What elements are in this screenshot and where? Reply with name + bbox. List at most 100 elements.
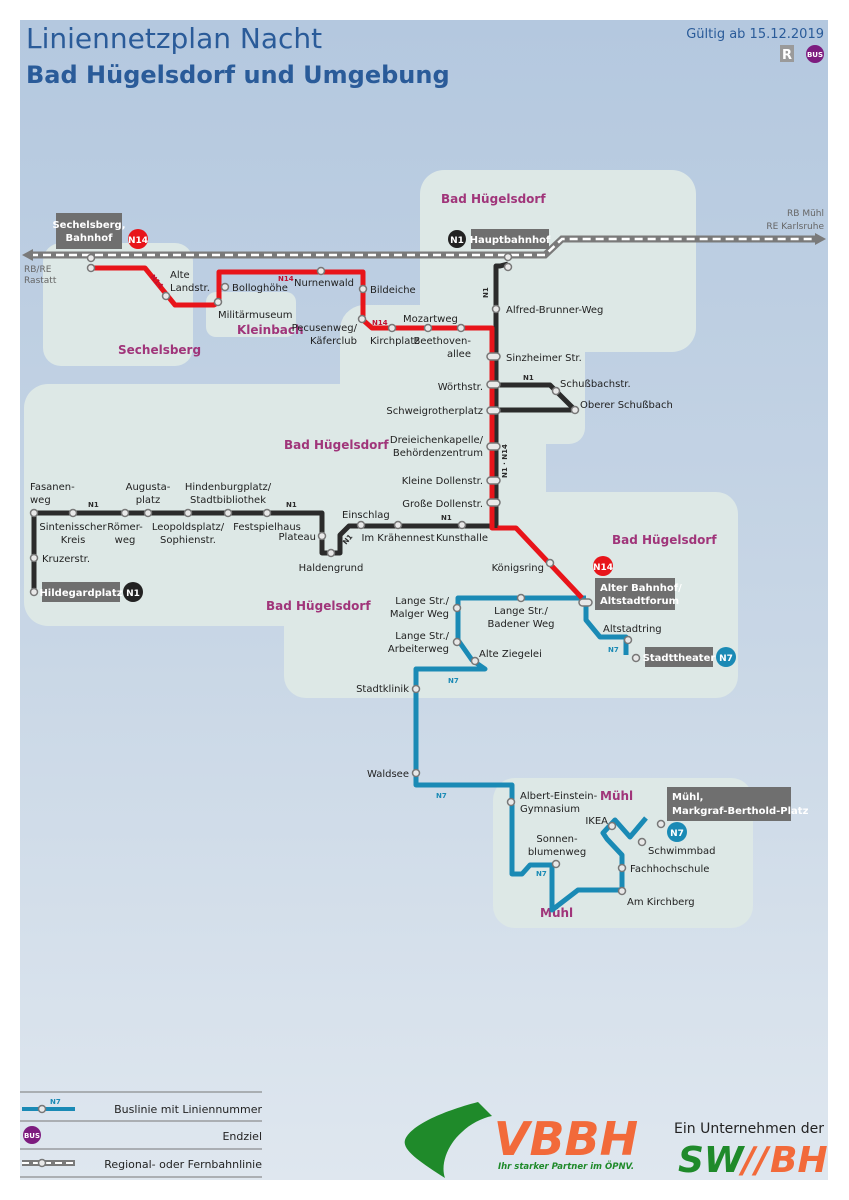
stop-label: Königsring [492,563,544,574]
stop-marker[interactable] [452,603,462,613]
stop-marker[interactable] [486,406,501,415]
stop-marker[interactable] [411,684,421,694]
stop-label: Albert-Einstein- [520,791,598,802]
stop-marker[interactable] [161,291,171,301]
svg-text:N1: N1 [126,589,140,599]
svg-text:Markgraf-Berthold-Platz: Markgraf-Berthold-Platz [672,806,809,817]
stop-label: Oberer Schußbach [580,400,673,411]
stop-label: weg [30,495,51,506]
stop-marker[interactable] [545,558,555,568]
stop-marker[interactable] [387,323,397,333]
stop-label: Arbeiterweg [388,644,449,655]
stop-marker[interactable] [607,821,617,831]
stop-label: Kirchplatz [370,336,420,347]
stop-label: Einschlag [342,510,390,521]
line-label-n1: N1 [482,287,490,298]
arrow-left-icon [22,249,33,261]
stop-marker[interactable] [486,352,501,361]
stop-marker[interactable] [631,653,641,663]
stop-marker[interactable] [516,593,526,603]
stop-label: Schwimmbad [648,846,715,857]
stop-marker[interactable] [143,508,153,518]
district-label: Bad Hügelsdorf [612,533,717,547]
stop-marker[interactable] [393,520,403,530]
terminal-muehl[interactable]: Mühl, Markgraf-Berthold-Platz N7 [667,787,809,842]
stop-marker[interactable] [551,386,561,396]
terminal-stadttheater[interactable]: Stadttheater N7 [643,647,736,667]
stop-label: allee [447,349,471,360]
stop-label: Landstr. [170,283,210,294]
rail-dest-right: RE Karlsruhe [766,222,824,232]
stop-marker[interactable] [86,263,96,273]
line-badge-n7 [667,822,687,842]
district-label: Sechelsberg [118,343,201,357]
stop-label: Fachhochschule [630,864,709,875]
stop-marker[interactable] [317,531,327,541]
district-label: Kleinbach [237,323,304,337]
district-label: Mühl [540,906,573,920]
stop-marker[interactable] [656,819,666,829]
terminal-hauptbahnhof[interactable]: N1 Hauptbahnhof [448,229,551,249]
stop-label: Pecusenweg/ [292,323,358,334]
bus-badge-icon: BUS [806,45,824,63]
stop-marker[interactable] [617,863,627,873]
svg-text:N7: N7 [719,654,733,664]
stop-label: Römer- [107,522,143,533]
stop-marker[interactable] [316,266,326,276]
stop-marker[interactable] [486,498,501,507]
stop-marker[interactable] [452,637,462,647]
svg-text:Mühl,: Mühl, [672,792,703,803]
stop-marker[interactable] [29,587,39,597]
terminal-sechelsberg[interactable]: Sechelsberg, Bahnhof N14 [52,213,148,249]
stop-marker[interactable] [357,314,367,324]
stop-marker[interactable] [570,405,580,415]
stop-marker[interactable] [578,598,593,607]
stop-marker[interactable] [358,284,368,294]
stop-marker[interactable] [491,304,501,314]
rail-dest-left: Rastatt [24,276,57,286]
stop-label: IKEA [585,816,608,827]
stop-marker[interactable] [423,323,433,333]
stop-marker[interactable] [456,323,466,333]
stop-marker[interactable] [411,768,421,778]
stop-marker[interactable] [470,656,480,666]
rail-line [22,233,826,261]
rail-dest-right: RB Mühl [787,209,824,219]
stop-marker[interactable] [506,797,516,807]
stop-marker[interactable] [213,297,223,307]
terminal-alter-bahnhof[interactable]: N14 Alter Bahnhof/ Altstadtforum [593,556,682,610]
stop-marker[interactable] [326,548,336,558]
line-badge-n7 [716,647,736,667]
stop-label: Bolloghöhe [232,283,288,294]
stop-marker[interactable] [262,508,272,518]
stop-marker[interactable] [29,553,39,563]
stop-marker[interactable] [223,508,233,518]
stop-marker[interactable] [503,262,513,272]
legend: N7 Buslinie mit Liniennummer BUS Endziel… [20,1091,262,1178]
stop-marker[interactable] [183,508,193,518]
stop-marker[interactable] [486,380,501,389]
svg-text:VBBH: VBBH [494,1112,638,1166]
terminal-hildegardplatz[interactable]: Hildegardplatz N1 [39,582,143,602]
stop-marker[interactable] [68,508,78,518]
line-badge-n1 [123,582,143,602]
svg-text:BUS: BUS [24,1132,40,1140]
stop-label: Sonnen- [536,834,578,845]
stop-label: Stadtklinik [356,684,409,695]
stop-marker[interactable] [551,859,561,869]
stop-marker[interactable] [120,508,130,518]
stop-markers [29,252,666,896]
stop-marker[interactable] [486,476,501,485]
stop-marker[interactable] [617,886,627,896]
stop-marker[interactable] [29,508,39,518]
stop-marker[interactable] [220,282,230,292]
stop-marker[interactable] [486,442,501,451]
stop-marker[interactable] [503,252,513,262]
stop-marker[interactable] [457,520,467,530]
stop-marker[interactable] [623,635,633,645]
stop-marker[interactable] [356,520,366,530]
stop-marker[interactable] [86,253,96,263]
svg-text:Alter Bahnhof/: Alter Bahnhof/ [600,583,682,594]
stop-marker[interactable] [637,837,647,847]
stop-label: Gymnasium [520,804,580,815]
